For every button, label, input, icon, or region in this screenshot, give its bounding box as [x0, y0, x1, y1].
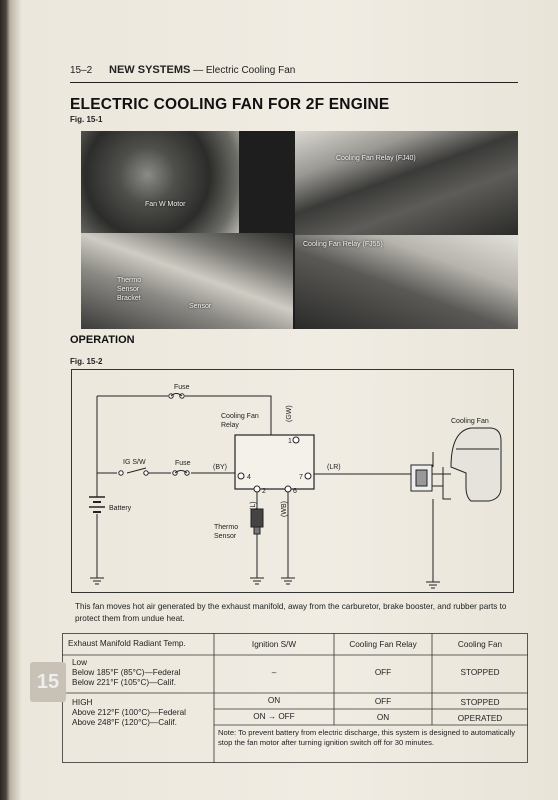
- label-t7: 7: [299, 474, 303, 481]
- terminal-7: [304, 472, 312, 480]
- label-bracket: Bracket: [117, 295, 141, 302]
- label-thermo-1: Thermo: [214, 524, 238, 531]
- label-cooling-fan: Cooling Fan: [451, 418, 489, 425]
- high-r2-relay: ON: [376, 713, 390, 722]
- wire-ig-sw: [97, 467, 235, 474]
- label-ig-sw: IG S/W: [123, 459, 146, 466]
- label-thermo: Thermo: [117, 277, 142, 284]
- label-t2: 2: [262, 488, 266, 495]
- label-t4: 4: [247, 474, 251, 481]
- low-title: Low: [72, 658, 88, 667]
- label-fuse-top: Fuse: [174, 384, 190, 391]
- label-t6: 6: [293, 488, 297, 495]
- terminal-2: [253, 485, 261, 493]
- section-title: NEW SYSTEMS: [109, 64, 191, 76]
- label-fuse-mid: Fuse: [175, 460, 191, 467]
- ground-symbols: [90, 577, 440, 589]
- label-thermo-2: Sensor: [214, 533, 237, 540]
- fig2-label: Fig. 15-2: [70, 357, 103, 366]
- subsection-title: Electric Cooling Fan: [205, 65, 296, 76]
- description-paragraph: This fan moves hot air generated by the …: [75, 602, 507, 623]
- fig1-label: Fig. 15-1: [70, 115, 103, 124]
- page-title: ELECTRIC COOLING FAN FOR 2F ENGINE: [70, 96, 390, 113]
- low-ignition: –: [271, 668, 277, 677]
- ig-switch: [118, 470, 149, 476]
- high-r1-relay: OFF: [374, 697, 392, 706]
- label-relay-fj55: Cooling Fan Relay (FJ55): [303, 241, 383, 248]
- high-r2-fan: OPERATED: [457, 714, 503, 723]
- fuse-top: [168, 393, 185, 399]
- high-federal: Above 212°F (100°C)—Federal: [72, 708, 186, 717]
- terminal-1: [292, 436, 300, 444]
- table-grid: [62, 633, 528, 763]
- fuse-mid: [172, 470, 190, 476]
- low-relay: OFF: [374, 668, 392, 677]
- operation-table: Exhaust Manifold Radiant Temp. Ignition …: [62, 633, 528, 763]
- header-relay: Cooling Fan Relay: [349, 640, 417, 649]
- label-gw: (GW): [286, 405, 293, 422]
- photo-relay-fj40: [295, 131, 518, 235]
- relay-box: [234, 434, 315, 490]
- photo-fan-motor: [81, 131, 239, 241]
- chapter-tab: 15: [30, 662, 66, 702]
- label-battery: Battery: [109, 505, 132, 512]
- wire-fan: [432, 452, 451, 582]
- header-dash: —: [193, 65, 204, 76]
- high-r1-fan: STOPPED: [460, 698, 500, 707]
- label-relay-fj40: Cooling Fan Relay (FJ40): [336, 155, 416, 162]
- high-r2-ignition: ON → OFF: [253, 712, 295, 721]
- label-sensor: Sensor: [189, 303, 212, 310]
- header-temp: Exhaust Manifold Radiant Temp.: [68, 639, 186, 648]
- wiring-diagram: Fuse Cooling Fan Relay (GW) IG S/W Fuse …: [71, 369, 514, 593]
- thermo-sensor-symbol: [250, 508, 264, 535]
- operation-heading: OPERATION: [70, 334, 135, 346]
- terminal-6: [284, 485, 292, 493]
- photo-thermo-sensor: [81, 233, 293, 329]
- header-rule: [70, 82, 518, 83]
- label-relay-2: Relay: [221, 422, 239, 429]
- label-relay-1: Cooling Fan: [221, 413, 259, 420]
- page-number: 15–2: [70, 65, 93, 76]
- photo-relay-fj55: [295, 235, 518, 329]
- header-fan: Cooling Fan: [457, 640, 503, 649]
- high-calif: Above 248°F (120°C)—Calif.: [72, 718, 177, 727]
- label-thermo-sensor: Sensor: [117, 286, 140, 293]
- label-t1: 1: [288, 438, 292, 445]
- low-calif: Below 221°F (105°C)—Calif.: [72, 678, 176, 687]
- low-fan: STOPPED: [460, 668, 500, 677]
- label-l: (L): [250, 501, 257, 510]
- low-federal: Below 185°F (85°C)—Federal: [72, 668, 181, 677]
- battery-symbol: [89, 496, 105, 513]
- terminal-4: [237, 472, 245, 480]
- cooling-fan-body: [450, 427, 502, 502]
- label-by: (BY): [213, 464, 227, 471]
- label-lr: (LR): [327, 464, 341, 471]
- page-header: 15–2 NEW SYSTEMS — Electric Cooling Fan: [70, 64, 295, 76]
- table-note: Note: To prevent battery from electric d…: [218, 728, 515, 747]
- header-ignition: Ignition S/W: [251, 640, 297, 649]
- label-fan-motor: Fan W Motor: [145, 201, 186, 208]
- fig1-photo-collage: Fan W Motor Cooling Fan Relay (FJ40) Coo…: [81, 131, 518, 329]
- diagram-frame: [71, 369, 514, 593]
- high-title: HIGH: [72, 698, 93, 707]
- label-wb: (WB): [281, 501, 288, 517]
- fan-connector: [410, 464, 433, 492]
- high-r1-ignition: ON: [267, 696, 281, 705]
